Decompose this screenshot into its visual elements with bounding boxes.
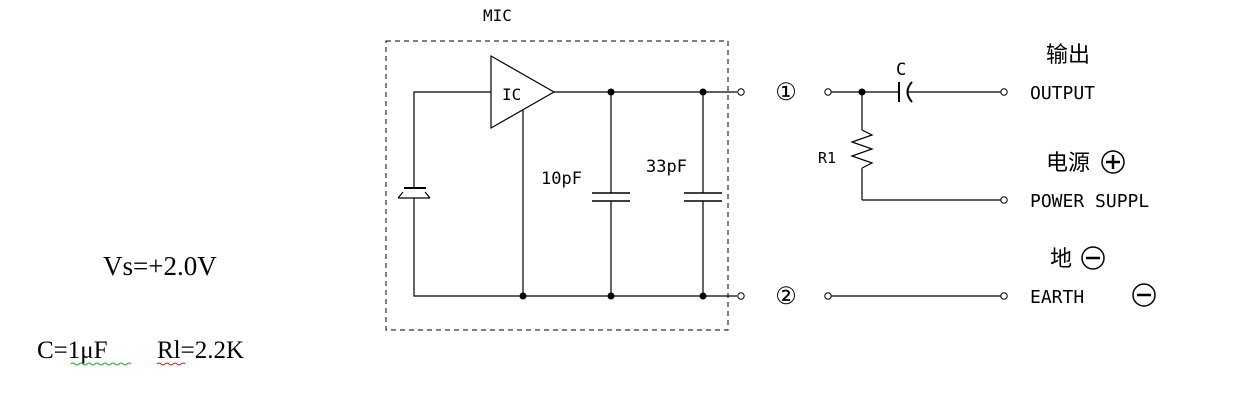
earth-terminal	[1000, 292, 1008, 300]
minus-circle-icon-earth	[1132, 283, 1156, 307]
earth-en-label: EARTH	[1030, 287, 1084, 308]
output-cn-label: 输出	[1046, 42, 1090, 67]
cap-c-label: C	[896, 60, 906, 80]
cap-33pf-label: 33pF	[646, 157, 687, 177]
input-wire	[413, 91, 491, 188]
mic-label: MIC	[483, 6, 512, 25]
vs-label: Vs=+2.0V	[103, 251, 217, 281]
ext-terminal-1	[824, 88, 832, 96]
c-value-label: C=1μF	[37, 337, 108, 364]
pin-2-label: ②	[775, 284, 797, 310]
resistor-r1	[850, 92, 1001, 201]
mic-terminal-1	[737, 88, 745, 96]
capacitor-10pf	[592, 92, 630, 296]
ext-terminal-2	[824, 292, 832, 300]
mic-boundary	[385, 40, 729, 331]
pin-1-label: ①	[775, 80, 797, 106]
capacitor-33pf	[684, 92, 722, 296]
output-terminal	[1000, 88, 1008, 96]
mic-capsule-symbol	[397, 187, 431, 199]
ic-label: IC	[502, 85, 521, 104]
r1-label: R1	[818, 149, 836, 167]
spellcheck-underline-red	[156, 362, 186, 366]
power-cn-label: 电源	[1046, 150, 1090, 175]
spellcheck-underline-green	[70, 362, 132, 366]
output-en-label: OUTPUT	[1030, 83, 1095, 104]
power-terminal	[1000, 196, 1008, 204]
earth-cn-label: 地	[1050, 246, 1072, 271]
mic-terminal-2	[737, 292, 745, 300]
junction-dots	[519, 88, 866, 300]
rl-value-label: Rl=2.2K	[157, 337, 244, 364]
plus-circle-icon	[1101, 150, 1125, 174]
ground-wire	[413, 198, 737, 297]
minus-circle-icon	[1081, 246, 1105, 270]
power-en-label: POWER SUPPL	[1030, 191, 1149, 212]
cap-10pf-label: 10pF	[541, 169, 582, 189]
